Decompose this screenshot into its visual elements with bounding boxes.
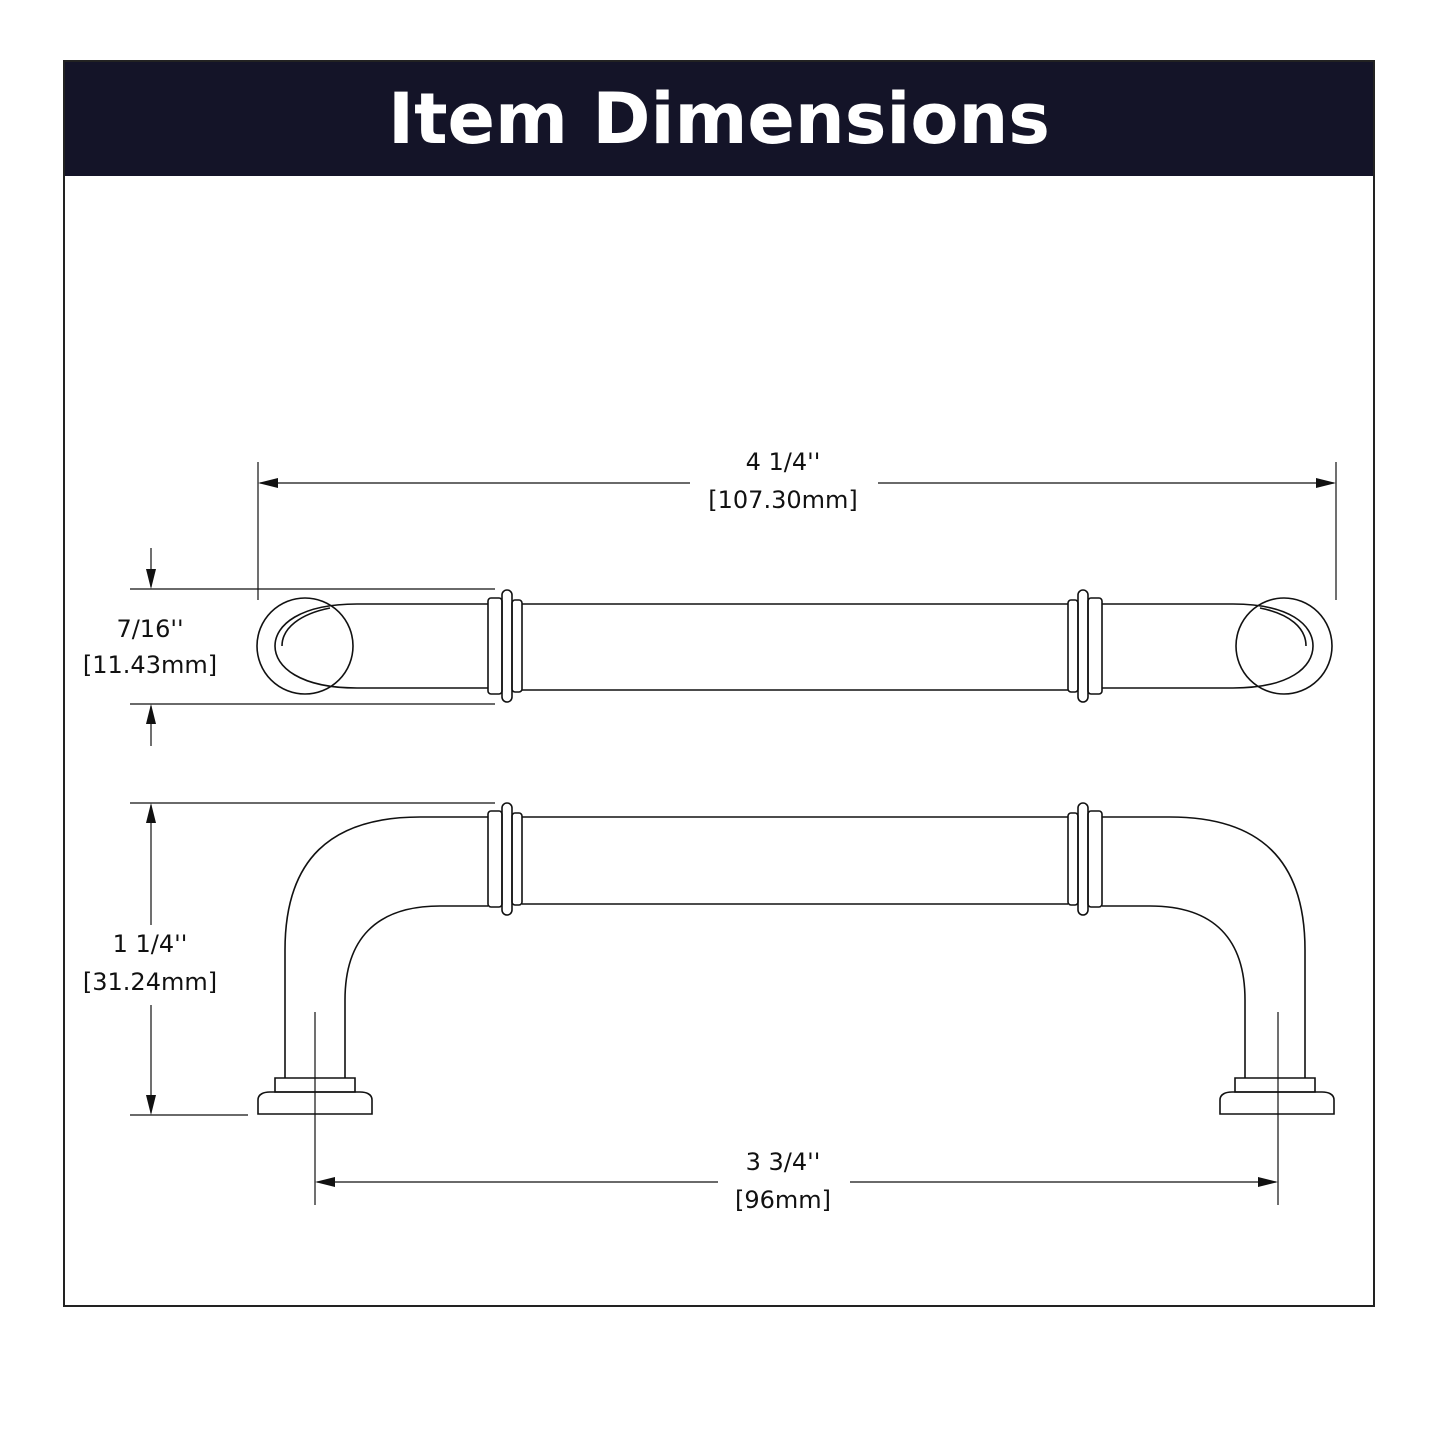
- top-left-arm: [274, 603, 488, 689]
- top-right-base: [1235, 597, 1333, 695]
- dim-ctc-arrow-left: [315, 1177, 335, 1187]
- side-right-leg-inner: [1102, 905, 1246, 1078]
- dim-overall-arrow-right: [1316, 478, 1336, 488]
- top-right-collar-ring: [1077, 589, 1089, 703]
- dim-depth-arrow-bottom: [146, 704, 156, 724]
- top-view: [256, 589, 1333, 703]
- side-right-foot-top: [1234, 1077, 1316, 1093]
- dim-projection-metric: [31.24mm]: [83, 968, 217, 996]
- side-right-collar: [1087, 810, 1103, 908]
- side-right-collar-edge: [1067, 812, 1079, 906]
- side-left-leg-inner: [344, 905, 488, 1078]
- top-left-collar-ring: [501, 589, 513, 703]
- dim-ctc-arrow-right: [1258, 1177, 1278, 1187]
- dim-depth-metric: [11.43mm]: [83, 651, 217, 679]
- diagram-frame: Item Dimensions: [63, 60, 1375, 1307]
- dim-overall-metric: [107.30mm]: [708, 486, 857, 514]
- header-bar: Item Dimensions: [65, 62, 1373, 176]
- side-left-collar-ring: [501, 802, 513, 916]
- top-left-collar: [487, 597, 503, 695]
- dim-projection-imperial: 1 1/4'': [113, 930, 188, 958]
- dim-projection: 1 1/4'' [31.24mm]: [83, 802, 495, 1116]
- dim-overall-arrow-left: [258, 478, 278, 488]
- side-left-foot-base: [257, 1091, 373, 1115]
- top-left-collar-edge: [511, 599, 523, 693]
- dim-projection-arrow-bottom: [146, 1095, 156, 1115]
- dim-overall-imperial: 4 1/4'': [746, 448, 821, 476]
- side-view: [257, 802, 1335, 1115]
- dim-center-to-center: 3 3/4'' [96mm]: [314, 1012, 1279, 1214]
- dim-depth-imperial: 7/16'': [116, 615, 183, 643]
- dim-ctc-metric: [96mm]: [735, 1186, 831, 1214]
- top-right-arm: [1102, 603, 1314, 689]
- side-right-leg-outer: [1102, 816, 1306, 1078]
- dim-ctc-imperial: 3 3/4'': [746, 1148, 821, 1176]
- dim-overall-length: 4 1/4'' [107.30mm]: [257, 448, 1337, 600]
- top-left-base: [256, 597, 354, 695]
- top-right-collar: [1087, 597, 1103, 695]
- page-title: Item Dimensions: [388, 78, 1050, 160]
- top-left-inner: [281, 607, 331, 647]
- side-left-leg-outer: [284, 816, 488, 1078]
- dim-depth-arrow-top: [146, 569, 156, 589]
- top-right-inner: [1259, 607, 1307, 647]
- dim-projection-arrow-top: [146, 803, 156, 823]
- side-right-collar-ring: [1077, 802, 1089, 916]
- side-left-collar-edge: [511, 812, 523, 906]
- side-left-collar: [487, 810, 503, 908]
- top-right-collar-edge: [1067, 599, 1079, 693]
- side-right-foot-base: [1219, 1091, 1335, 1115]
- dim-depth: 7/16'' [11.43mm]: [83, 548, 495, 746]
